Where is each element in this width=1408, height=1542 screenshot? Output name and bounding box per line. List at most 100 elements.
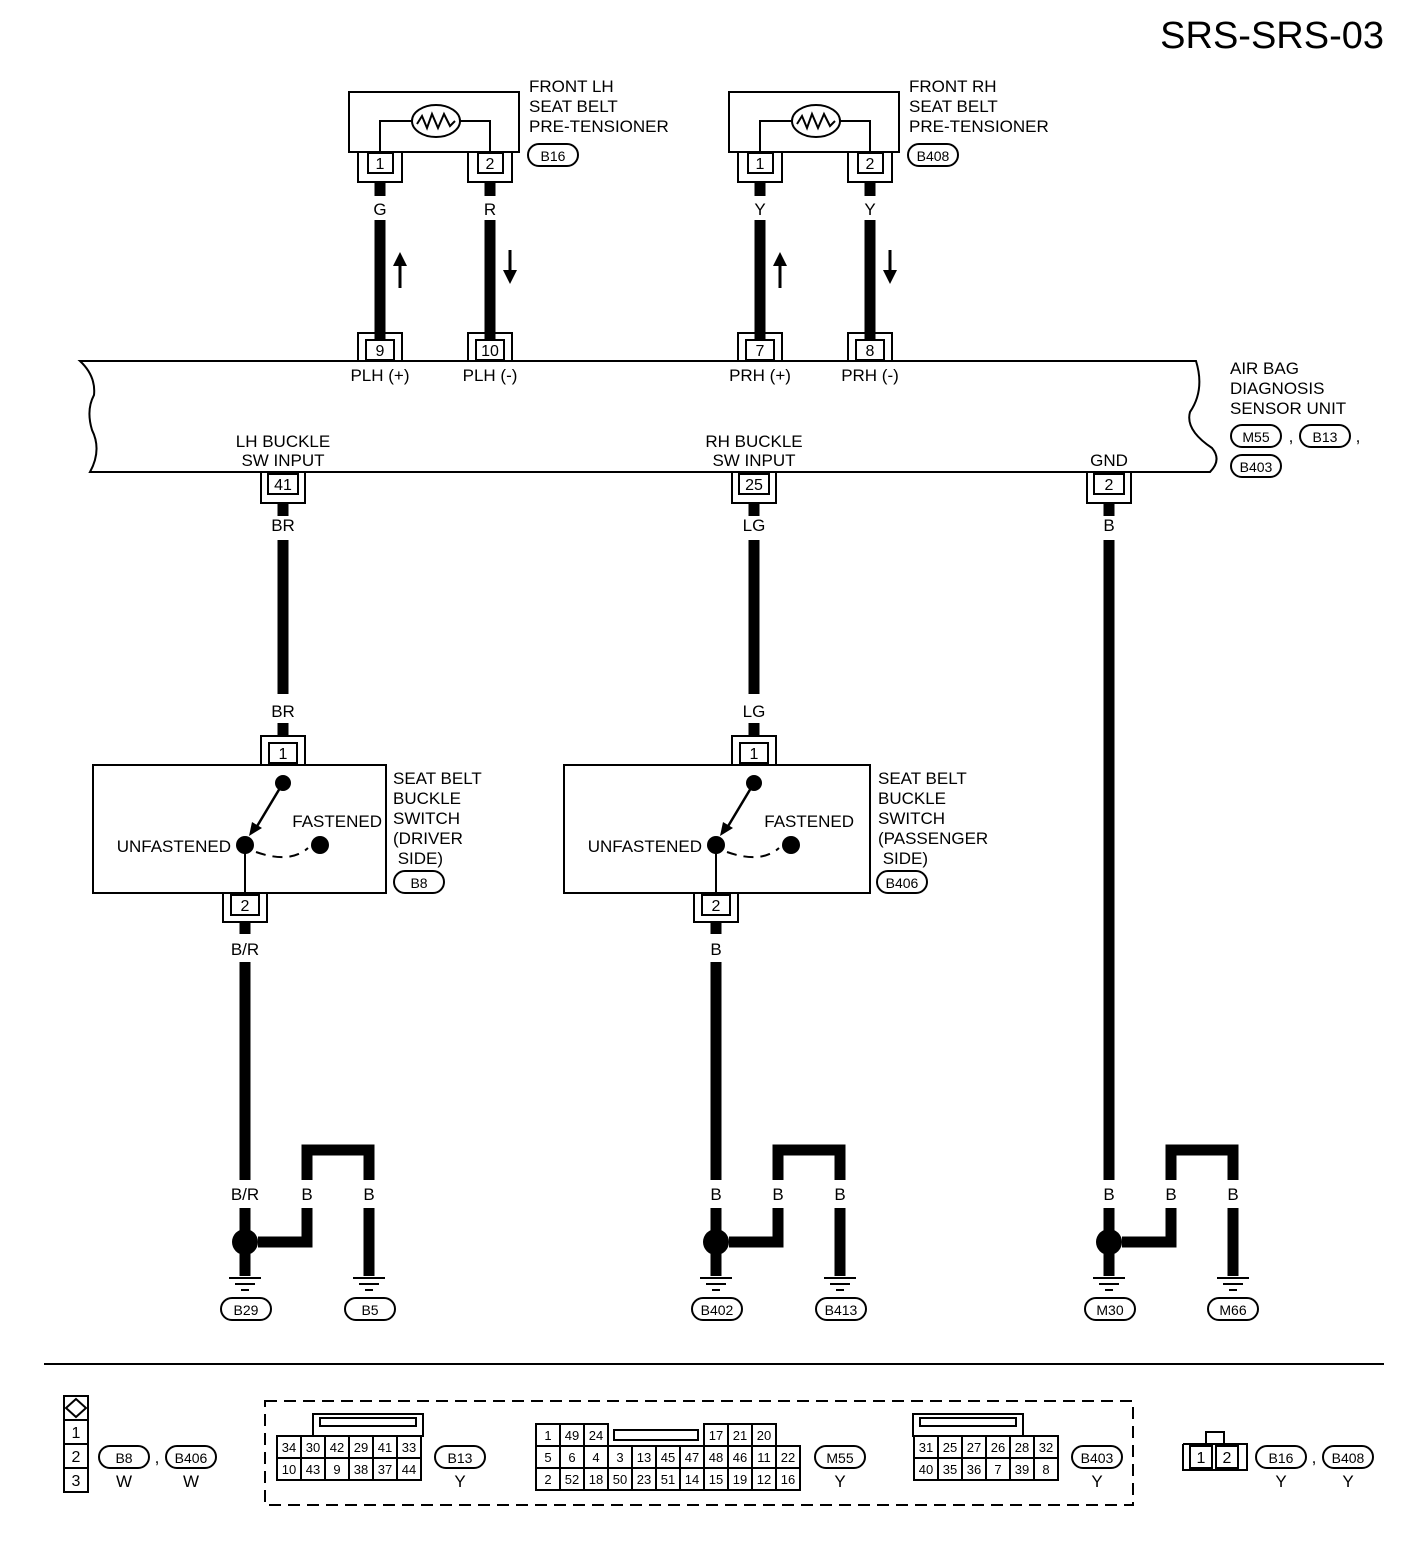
svg-text:B408: B408 [1332, 1450, 1365, 1466]
switch-driver-name-4: (DRIVER [393, 829, 463, 848]
arrow-up-icon [393, 252, 407, 288]
sep-comma: , [1289, 427, 1294, 446]
svg-text:1: 1 [72, 1425, 81, 1442]
sensor-pin-25: 25 [731, 472, 777, 504]
ground-badge-b402 [691, 1297, 743, 1321]
svg-text:B16: B16 [1269, 1450, 1294, 1466]
svg-text:,: , [1312, 1448, 1317, 1467]
pretensioner-rh: 1 2 FRONT RH SEAT BELT PRE-TENSIONER B40… [728, 77, 1049, 183]
wire-color-b: B [1103, 516, 1114, 535]
svg-text:B16: B16 [541, 148, 566, 164]
svg-text:41: 41 [274, 477, 292, 494]
cavity-number: 22 [781, 1450, 795, 1465]
legend-badge-b16 [1255, 1445, 1307, 1469]
svg-text:Y: Y [1091, 1472, 1102, 1491]
cavity-number: 15 [709, 1472, 723, 1487]
cavity-number: 51 [661, 1472, 675, 1487]
ground-group-2: B B B B402 B413 [691, 1144, 867, 1321]
cavity-number: 24 [589, 1428, 603, 1443]
sensor-pin-7: 7 PRH (+) [729, 332, 791, 385]
svg-text:PLH (-): PLH (-) [463, 366, 518, 385]
connector-badge-b408 [907, 143, 959, 167]
arrow-up-icon [773, 252, 787, 288]
wire-color-y2: Y [864, 200, 875, 219]
cavity-number: 9 [333, 1462, 340, 1477]
legend-badge-b13 [434, 1445, 486, 1469]
cavity-number: 8 [1042, 1462, 1049, 1477]
svg-text:PRH (-): PRH (-) [841, 366, 899, 385]
cavity-number: 35 [943, 1462, 957, 1477]
wire-color-lg: LG [743, 516, 766, 535]
ground-badge-m66 [1207, 1297, 1259, 1321]
sensor-pin-10: 10 PLH (-) [463, 332, 518, 385]
switch-passenger-name-2: BUCKLE [878, 789, 946, 808]
switch-driver-name-5: SIDE) [393, 849, 443, 868]
pretensioner-lh-name-2: SEAT BELT [529, 97, 618, 116]
mid-wires: BR LG B BR LG [271, 504, 1115, 1180]
arrow-down-icon [883, 250, 897, 284]
pretensioner-lh-name-1: FRONT LH [529, 77, 614, 96]
connector-cavity [775, 1467, 801, 1491]
ground-group-1: B/R B B B29 B5 [220, 1144, 396, 1321]
svg-text:W: W [183, 1472, 199, 1491]
pretensioner-lh-pin-2: 2 [467, 152, 513, 183]
svg-text:B/R: B/R [231, 1185, 259, 1204]
svg-text:2: 2 [241, 898, 250, 915]
sensor-pin-41: 41 [260, 472, 306, 504]
svg-text:M30: M30 [1096, 1302, 1123, 1318]
switch-passenger-name-4: (PASSENGER [878, 829, 988, 848]
cavity-number: 18 [589, 1472, 603, 1487]
svg-text:2: 2 [1223, 1450, 1232, 1467]
cavity-number: 30 [306, 1440, 320, 1455]
wire-color-br: BR [271, 516, 295, 535]
connector-badge-b13 [1299, 424, 1351, 448]
rh-buckle-label-1: RH BUCKLE [705, 432, 802, 451]
cavity-number: 1 [544, 1428, 551, 1443]
cavity-number: 39 [1015, 1462, 1029, 1477]
cavity-number: 14 [685, 1472, 699, 1487]
switch-passenger-name-3: SWITCH [878, 809, 945, 828]
svg-text:B: B [710, 1185, 721, 1204]
pretensioner-lh: 1 2 FRONT LH SEAT BELT PRE-TENSIONER B16 [348, 77, 669, 183]
ground-icon [1093, 1277, 1125, 1291]
ground-icon [229, 1277, 261, 1291]
svg-text:M66: M66 [1219, 1302, 1246, 1318]
pretensioner-rh-name-3: PRE-TENSIONER [909, 117, 1049, 136]
svg-text:B13: B13 [448, 1450, 473, 1466]
cavity-number: 40 [919, 1462, 933, 1477]
svg-text:W: W [116, 1472, 132, 1491]
switch-passenger: 1 UNFASTENED FASTENED 2 SEAT BELT BUCKLE… [563, 735, 988, 923]
cavity-number: 5 [544, 1450, 551, 1465]
pretensioner-rh-name-1: FRONT RH [909, 77, 997, 96]
connector-cavity [396, 1457, 422, 1481]
cavity-number: 31 [919, 1440, 933, 1455]
switch-driver-fastened: FASTENED [292, 812, 382, 831]
svg-text:PLH (+): PLH (+) [350, 366, 409, 385]
cavity-number: 36 [967, 1462, 981, 1477]
switch-driver-body [92, 764, 387, 894]
wire-color-br-2: BR [271, 702, 295, 721]
svg-text:B: B [363, 1185, 374, 1204]
switch-passenger-pin-1: 1 [731, 735, 777, 765]
svg-text:PRH (+): PRH (+) [729, 366, 791, 385]
svg-text:M55: M55 [826, 1450, 853, 1466]
switch-driver-pin-2: 2 [222, 893, 268, 923]
svg-text:2: 2 [486, 156, 495, 173]
cavity-number: 47 [685, 1450, 699, 1465]
connector-badge-b403 [1230, 454, 1282, 478]
pretensioner-lh-name-3: PRE-TENSIONER [529, 117, 669, 136]
svg-text:3: 3 [72, 1473, 81, 1490]
wire-color-g: G [373, 200, 386, 219]
cavity-number: 46 [733, 1450, 747, 1465]
gnd-label: GND [1090, 451, 1128, 470]
ground-icon [1217, 1277, 1249, 1291]
connector-cavity [1033, 1457, 1059, 1481]
switch-passenger-fastened: FASTENED [764, 812, 854, 831]
legend-badge-b408 [1322, 1445, 1374, 1469]
cavity-number: 41 [378, 1440, 392, 1455]
cavity-number: 7 [994, 1462, 1001, 1477]
cavity-number: 12 [757, 1472, 771, 1487]
